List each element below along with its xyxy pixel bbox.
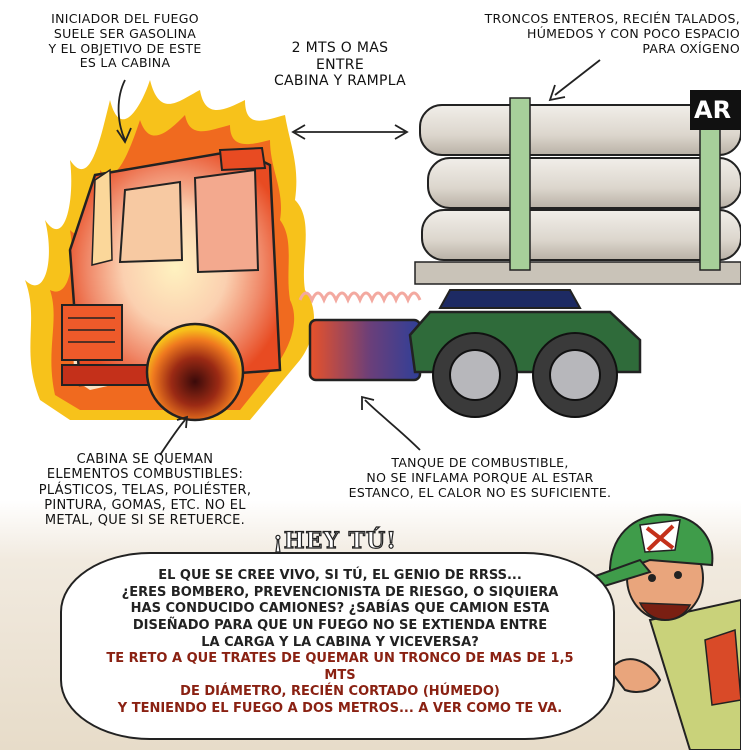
bubble-line: HAS CONDUCIDO CAMIONES? ¿SABÍAS QUE CAMI… <box>130 601 550 617</box>
caption-line: PLÁSTICOS, TELAS, POLIÉSTER, <box>38 482 252 498</box>
speech-bubble-text: EL QUE SE CREE VIVO, SI TÚ, EL GENIO DE … <box>95 568 585 718</box>
character-illustration <box>588 513 741 750</box>
caption-line: ELEMENTOS COMBUSTIBLES: <box>46 467 244 483</box>
caption-line: HÚMEDOS Y CON POCO ESPACIO <box>527 25 740 41</box>
air-hose <box>298 291 422 304</box>
speech-bubble <box>60 552 615 740</box>
caption-line: TRONCOS ENTEROS, RECIÉN TALADOS, <box>484 11 740 26</box>
bubble-line-red: DE DIÁMETRO, RECIÉN CORTADO (HÚMEDO) <box>180 684 500 700</box>
bubble-line: EL QUE SE CREE VIVO, SI TÚ, EL GENIO DE … <box>158 568 522 583</box>
bubble-line: DISEÑADO PARA QUE UN FUEGO NO SE EXTIEND… <box>132 617 548 633</box>
bubble-line: ¿ERES BOMBERO, PREVENCIONISTA DE RIESGO,… <box>121 584 559 600</box>
caption-line: NO SE INFLAMA PORQUE AL ESTAR <box>366 469 594 485</box>
caption-line: ES LA CABINA <box>79 55 171 71</box>
caption-line: 2 MTS O MAS <box>291 40 389 56</box>
brand-logo: AR <box>690 90 741 130</box>
caption-line: METAL, QUE SI SE RETUERCE. <box>44 513 246 529</box>
caption-logs: TRONCOS ENTEROS, RECIÉN TALADOS, HÚMEDOS… <box>415 11 740 56</box>
rear-wheels <box>432 332 618 418</box>
caption-line: INICIADOR DEL FUEGO <box>51 11 199 26</box>
caption-line: CABINA SE QUEMAN <box>76 452 214 467</box>
annotation-arrows <box>116 59 601 456</box>
brand-logo-text: AR <box>694 96 732 124</box>
caption-line: SUELE SER GASOLINA <box>53 25 197 41</box>
bubble-line-red: Y TENIENDO EL FUEGO A DOS METROS... A VE… <box>117 701 563 716</box>
caption-line: ENTRE <box>316 56 364 73</box>
front-wheel <box>145 322 245 422</box>
log-load <box>414 97 741 285</box>
caption-distance: 2 MTS O MAS ENTRE CABINA Y RAMPLA <box>250 40 430 90</box>
caption-line: PINTURA, GOMAS, ETC. NO EL <box>44 497 246 513</box>
caption-fire-initiator: INICIADOR DEL FUEGO SUELE SER GASOLINA Y… <box>20 11 230 71</box>
caption-line: TANQUE DE COMBUSTIBLE, <box>391 455 569 470</box>
caption-fuel-tank: TANQUE DE COMBUSTIBLE, NO SE INFLAMA POR… <box>310 455 650 500</box>
caption-cabin: CABINA SE QUEMAN ELEMENTOS COMBUSTIBLES:… <box>10 452 280 529</box>
fuel-tank <box>308 318 422 382</box>
caption-line: Y EL OBJETIVO DE ESTE <box>48 40 202 56</box>
bubble-line: LA CARGA Y LA CABINA Y VICEVERSA? <box>201 634 479 650</box>
caption-line: PARA OXÍGENO <box>642 40 740 56</box>
truck-cabin <box>61 146 282 387</box>
bubble-line-red: TE RETO A QUE TRATES DE QUEMAR UN TRONCO… <box>106 651 574 683</box>
caption-line: ESTANCO, EL CALOR NO ES SUFICIENTE. <box>348 484 612 500</box>
hey-title: ¡HEY TÚ! <box>272 527 397 554</box>
caption-line: CABINA Y RAMPLA <box>273 73 407 90</box>
